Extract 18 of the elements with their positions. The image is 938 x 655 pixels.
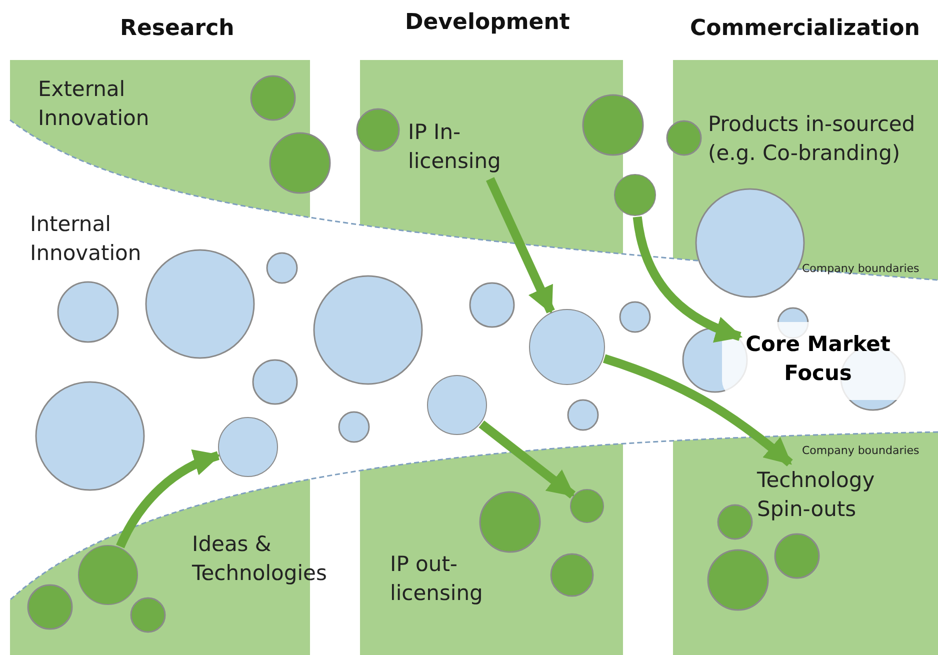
bubble-label: Technology Spin-outs [757,466,897,524]
region-label: Products in-sourced (e.g. Co-branding) [708,111,916,167]
arrow [602,354,793,466]
region-label: Internal Innovation [30,211,142,267]
arrow [632,216,743,342]
region-label: IP out-licensing [390,551,484,607]
bubble-label: Core Market Focus [743,330,893,388]
arrow [486,177,555,314]
arrow [116,450,221,548]
boundary-label: Company boundaries [802,444,920,458]
column-heading: Research [120,15,234,43]
arrow [478,420,576,499]
region-label: External Innovation [38,76,150,132]
boundary-label: Company boundaries [802,262,920,276]
column-heading: Development [405,9,570,37]
bubble [614,174,656,216]
column-heading: Commercialization [690,15,920,43]
bubble-label: IP In-licensing [408,118,543,176]
